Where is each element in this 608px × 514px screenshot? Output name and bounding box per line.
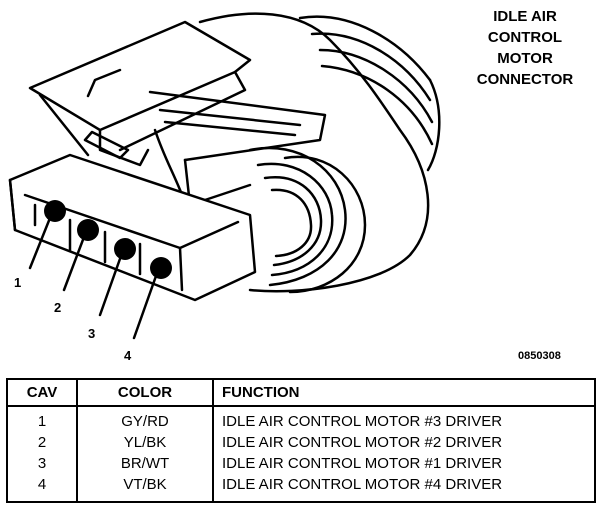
table-row: 4 VT/BK IDLE AIR CONTROL MOTOR #4 DRIVER — [8, 474, 594, 501]
leader-lines — [28, 216, 158, 340]
latch-top — [28, 20, 252, 132]
header-color: COLOR — [77, 380, 214, 407]
cell-cav: 4 — [8, 474, 78, 501]
cell-color: GY/RD — [77, 406, 214, 432]
connector-illustration — [8, 12, 441, 340]
cell-cav: 1 — [8, 406, 78, 432]
title-line: CONTROL — [487, 29, 563, 46]
cavity-3 — [114, 238, 136, 260]
table-row: 3 BR/WT IDLE AIR CONTROL MOTOR #1 DRIVER — [8, 453, 594, 474]
cavity-1 — [44, 200, 66, 222]
table-row: 2 YL/BK IDLE AIR CONTROL MOTOR #2 DRIVER — [8, 432, 594, 453]
cell-cav: 3 — [8, 453, 78, 474]
cavity-4 — [150, 257, 172, 279]
housing-shell — [198, 12, 430, 293]
header-function: FUNCTION — [213, 380, 594, 407]
cell-function: IDLE AIR CONTROL MOTOR #4 DRIVER — [222, 476, 503, 493]
wire-coils — [248, 146, 367, 294]
header-cav: CAV — [8, 380, 78, 407]
terminal-cavities — [44, 200, 172, 279]
cell-color: VT/BK — [77, 474, 214, 501]
table-row: 1 GY/RD IDLE AIR CONTROL MOTOR #3 DRIVER — [8, 406, 594, 432]
diagram-title: IDLE AIR CONTROL MOTOR CONNECTOR — [455, 6, 595, 90]
title-line: MOTOR — [497, 50, 553, 67]
figure-id: 0850308 — [518, 350, 561, 362]
cell-color: YL/BK — [77, 432, 214, 453]
pin-label-3: 3 — [88, 326, 96, 341]
cell-color: BR/WT — [77, 453, 214, 474]
pin-label-4: 4 — [124, 348, 132, 363]
table-header-row: CAV COLOR FUNCTION — [8, 380, 594, 407]
pin-label-1: 1 — [14, 275, 22, 290]
title-line: IDLE AIR — [493, 8, 557, 25]
pin-label-2: 2 — [54, 300, 62, 315]
connector-pinout-table: CAV COLOR FUNCTION 1 GY/RD IDLE AIR CONT… — [6, 378, 596, 503]
cell-cav: 2 — [8, 432, 78, 453]
title-line: CONNECTOR — [476, 71, 574, 88]
wire-bundle — [298, 15, 441, 172]
cell-function: IDLE AIR CONTROL MOTOR #3 DRIVER — [222, 413, 503, 430]
cell-function: IDLE AIR CONTROL MOTOR #1 DRIVER — [222, 455, 503, 472]
cell-function: IDLE AIR CONTROL MOTOR #2 DRIVER — [222, 434, 503, 451]
cavity-2 — [77, 219, 99, 241]
